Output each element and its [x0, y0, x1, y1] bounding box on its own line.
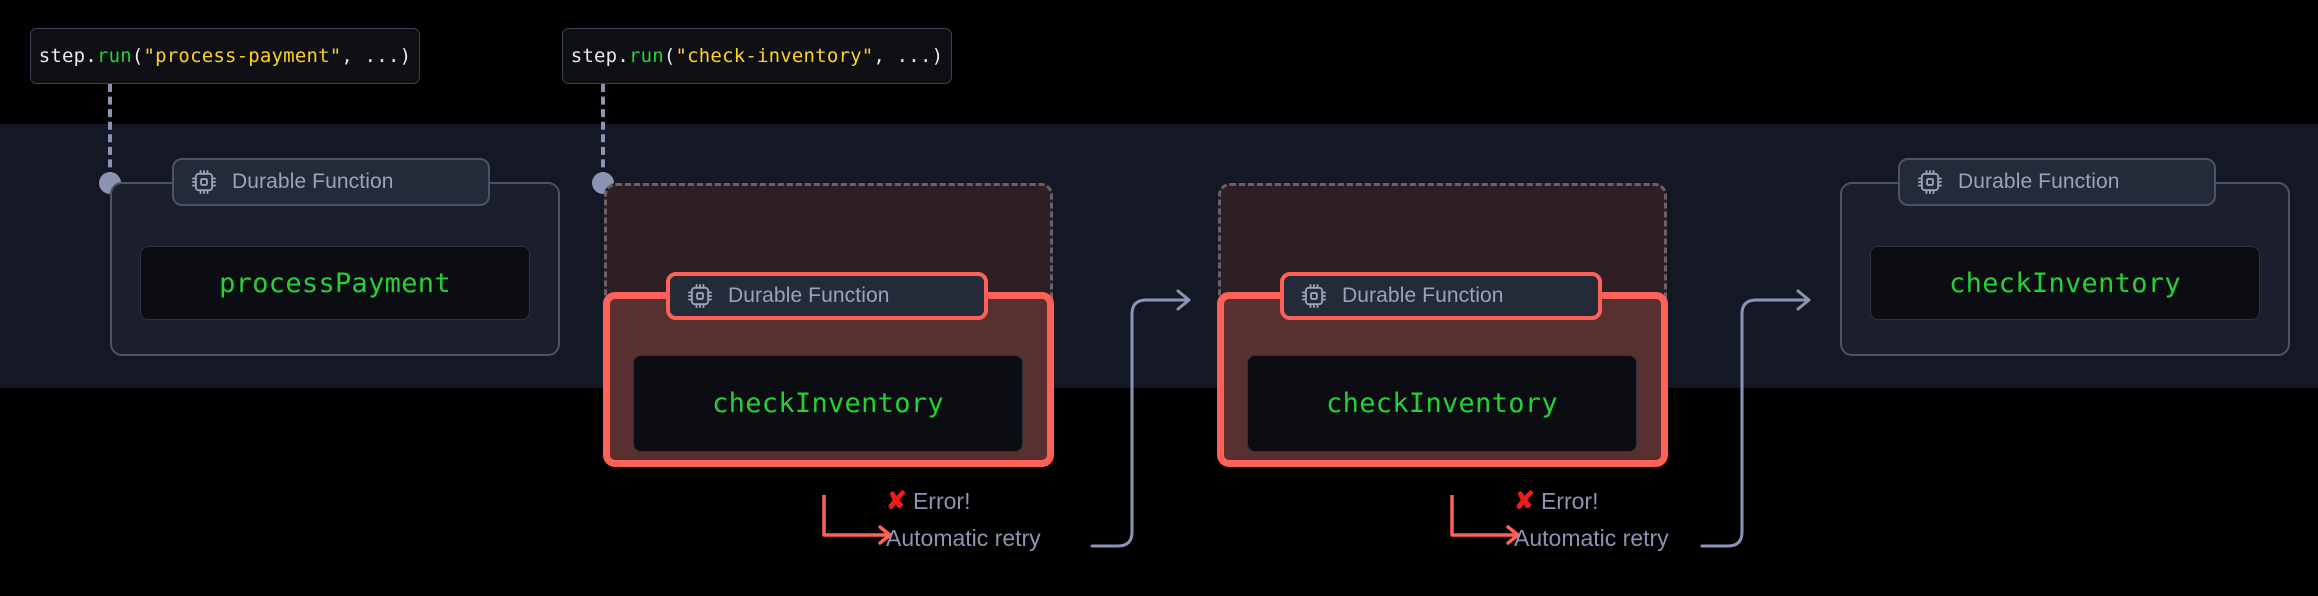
connector-dashed-1: [108, 84, 112, 180]
error-text-block-1: ✘ Error! Automatic retry: [886, 489, 1116, 552]
function-name-plate-1: processPayment: [140, 246, 530, 320]
badge-label: Durable Function: [232, 170, 394, 193]
code-token-string: "check-inventory": [675, 45, 874, 67]
error-text-block-2: ✘ Error! Automatic retry: [1514, 489, 1744, 552]
code-token-rest: , ...): [341, 45, 412, 67]
error-subtitle: Automatic retry: [1514, 525, 1669, 551]
function-name-3: checkInventory: [1326, 388, 1558, 419]
cpu-chip-icon: [687, 283, 713, 309]
error-arrow-icon-1: [822, 495, 892, 545]
error-x-icon: ✘: [1514, 487, 1535, 515]
badge-durable-function-3: Durable Function: [1280, 272, 1602, 320]
badge-durable-function-1: Durable Function: [172, 158, 490, 206]
function-name-4: checkInventory: [1949, 267, 2181, 299]
code-token-object: step: [570, 45, 618, 67]
function-name-2: checkInventory: [712, 388, 944, 419]
code-token-rest: , ...): [873, 45, 944, 67]
function-name-plate-3: checkInventory: [1247, 355, 1637, 452]
code-token-string: "process-payment": [143, 45, 342, 67]
error-subtitle: Automatic retry: [886, 525, 1041, 551]
badge-durable-function-2: Durable Function: [666, 272, 988, 320]
code-label-process-payment[interactable]: step.run("process-payment", ...): [30, 28, 420, 84]
function-name-1: processPayment: [219, 267, 451, 299]
cpu-chip-icon: [1301, 283, 1327, 309]
code-token-method: run: [628, 45, 664, 67]
code-token-open-paren: (: [663, 45, 676, 67]
error-title: Error!: [912, 488, 971, 514]
error-title-row-2: ✘ Error!: [1514, 489, 1744, 514]
code-token-open-paren: (: [131, 45, 144, 67]
code-token-dot: .: [617, 45, 629, 67]
code-label-check-inventory[interactable]: step.run("check-inventory", ...): [562, 28, 952, 84]
cpu-chip-icon: [1917, 169, 1943, 195]
error-annotation-2: ✘ Error! Automatic retry: [1448, 489, 1768, 575]
badge-label: Durable Function: [728, 284, 890, 307]
code-token-method: run: [96, 45, 132, 67]
badge-label: Durable Function: [1958, 170, 2120, 193]
error-arrow-icon-2: [1450, 495, 1520, 545]
error-x-icon: ✘: [886, 487, 907, 515]
badge-durable-function-4: Durable Function: [1898, 158, 2216, 206]
retry-arrow-2: [1700, 289, 1811, 548]
connector-dashed-2: [601, 84, 605, 180]
retry-arrow-1: [1090, 289, 1191, 548]
error-title: Error!: [1540, 488, 1599, 514]
code-token-dot: .: [85, 45, 97, 67]
badge-label: Durable Function: [1342, 284, 1504, 307]
error-annotation-1: ✘ Error! Automatic retry: [820, 489, 1140, 575]
function-name-plate-2: checkInventory: [633, 355, 1023, 452]
cpu-chip-icon: [191, 169, 217, 195]
function-name-plate-4: checkInventory: [1870, 246, 2260, 320]
error-title-row-1: ✘ Error!: [886, 489, 1116, 514]
code-token-object: step: [38, 45, 86, 67]
